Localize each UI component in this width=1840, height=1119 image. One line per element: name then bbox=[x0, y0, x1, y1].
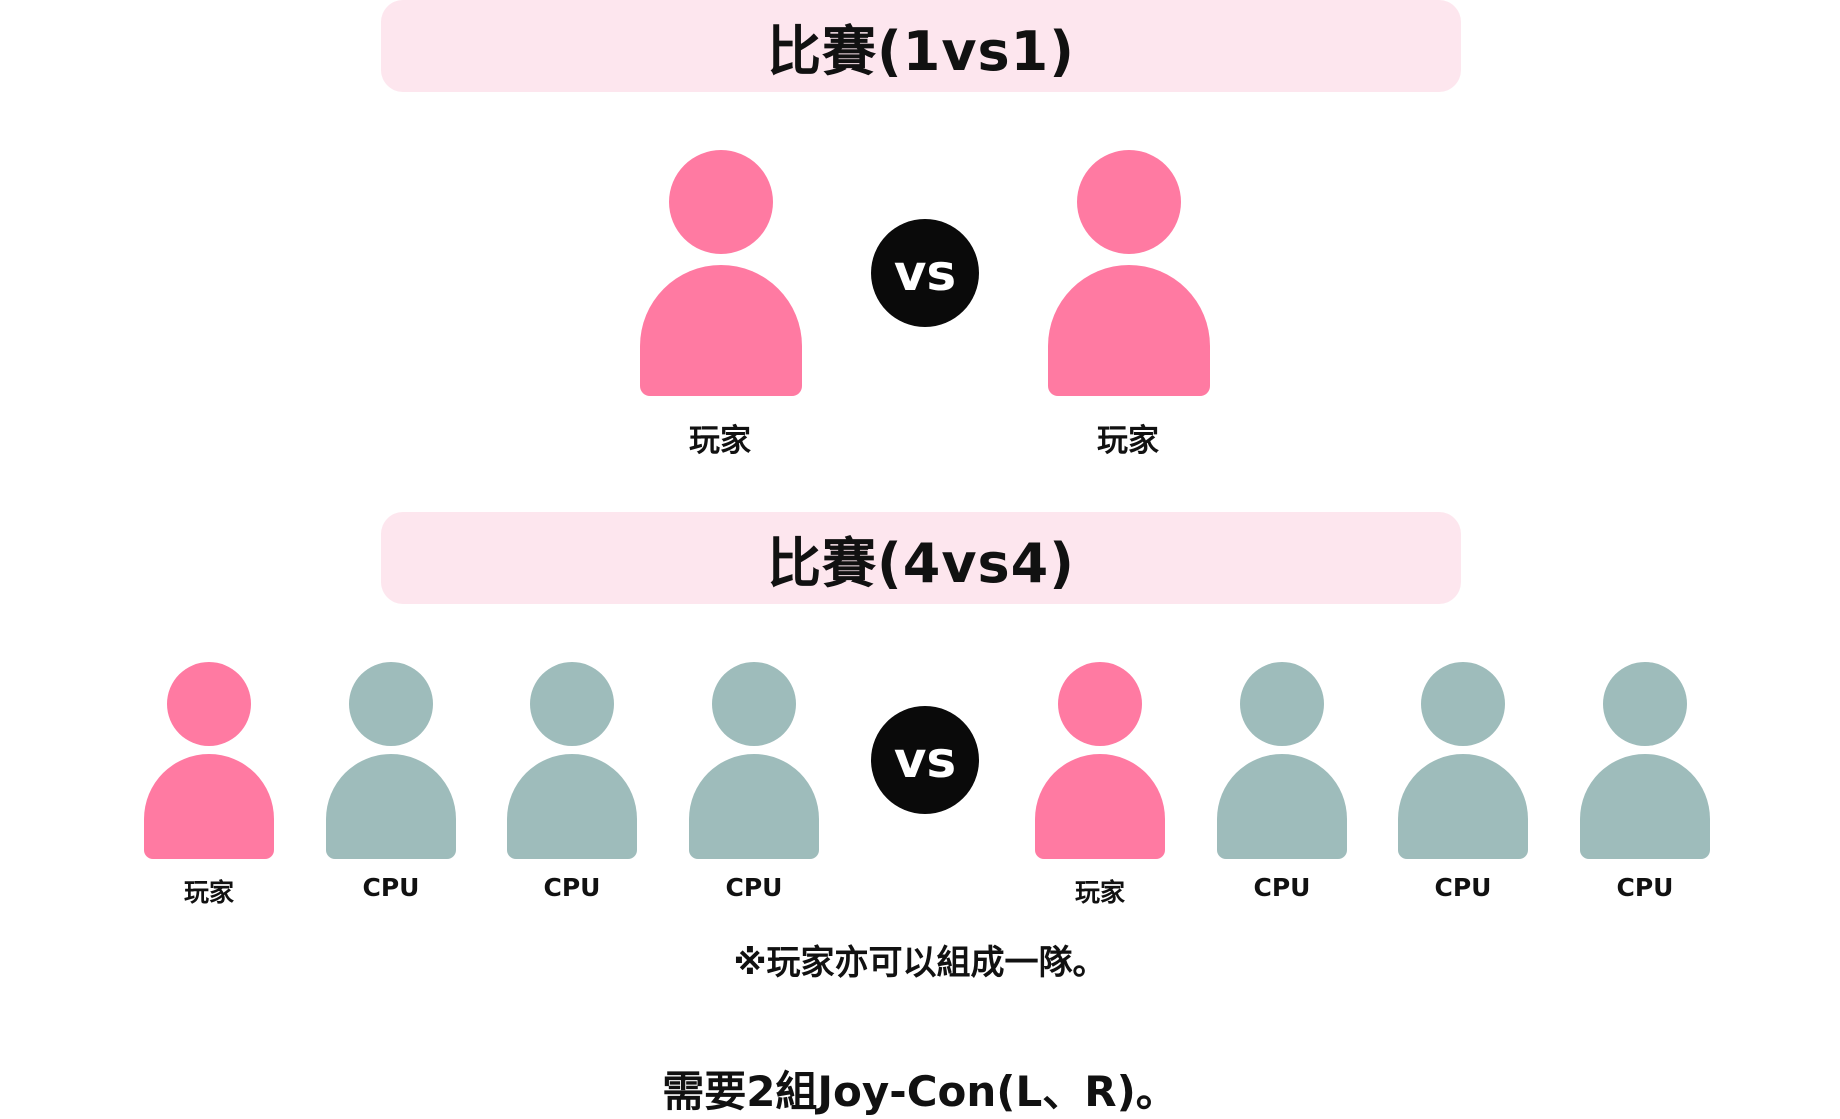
cpu-left-2-icon bbox=[326, 662, 456, 859]
cpu-left-2-label: CPU bbox=[362, 873, 420, 902]
match-4v4-title: 比賽(4vs4) bbox=[381, 512, 1461, 604]
player-left-1-icon bbox=[144, 662, 274, 859]
cpu-right-2-label: CPU bbox=[1253, 873, 1311, 902]
svg-text:vs: vs bbox=[894, 244, 956, 302]
player-2-icon bbox=[1048, 150, 1210, 396]
team-note: ※玩家亦可以組成一隊。 bbox=[733, 943, 1107, 983]
cpu-left-4-icon bbox=[689, 662, 819, 859]
cpu-right-3-label: CPU bbox=[1434, 873, 1492, 902]
player-2-label: 玩家 bbox=[1097, 423, 1159, 459]
player-right-1-label: 玩家 bbox=[1074, 878, 1125, 907]
vs-4v4-badge: vs bbox=[871, 706, 979, 814]
player-1-icon bbox=[640, 150, 802, 396]
cpu-right-4-label: CPU bbox=[1616, 873, 1674, 902]
cpu-left-3-icon bbox=[507, 662, 637, 859]
player-1-label: 玩家 bbox=[689, 423, 751, 459]
cpu-right-3-icon bbox=[1398, 662, 1528, 859]
cpu-left-4-label: CPU bbox=[725, 873, 783, 902]
cpu-left-3-label: CPU bbox=[543, 873, 601, 902]
player-right-1-icon bbox=[1035, 662, 1165, 859]
player-left-1-label: 玩家 bbox=[183, 878, 234, 907]
cpu-right-2-icon bbox=[1217, 662, 1347, 859]
vs-1v1-badge: vs bbox=[871, 219, 979, 327]
svg-text:vs: vs bbox=[894, 731, 956, 789]
cpu-right-4-icon bbox=[1580, 662, 1710, 859]
match-1v1-title: 比賽(1vs1) bbox=[381, 0, 1461, 92]
joycon-requirement: 需要2組Joy-Con(L、R)。 bbox=[662, 1067, 1178, 1116]
